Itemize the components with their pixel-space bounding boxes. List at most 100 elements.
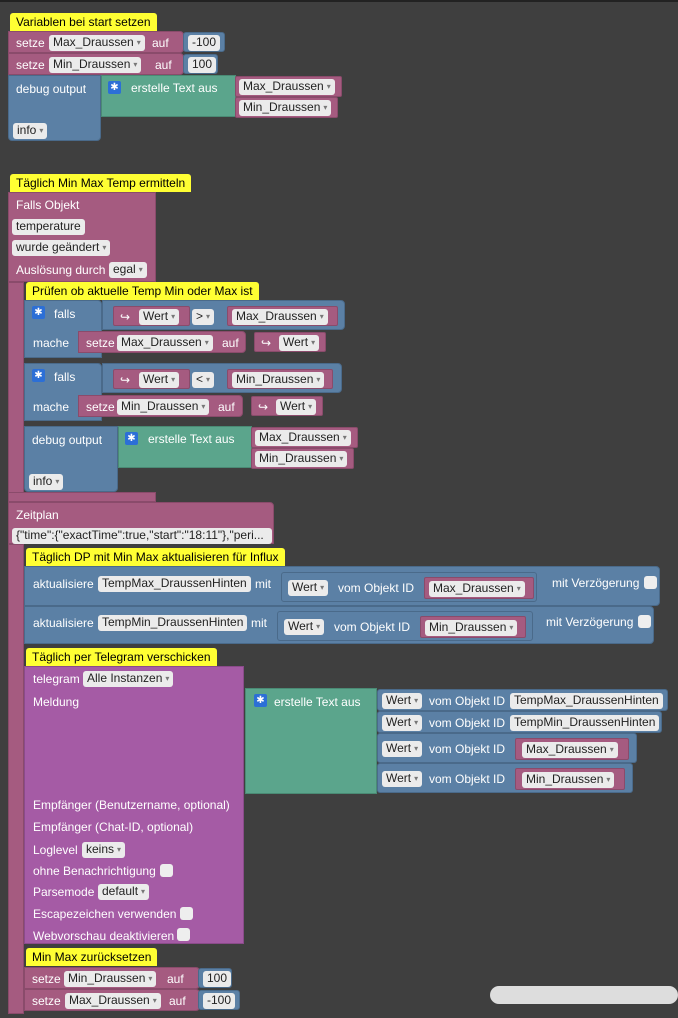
var-block[interactable]: Max_Draussen▾ xyxy=(515,738,629,760)
value-of-object-block[interactable]: Wert▾ vom Objekt ID TempMin_DraussenHint… xyxy=(377,711,662,733)
change-dropdown[interactable]: wurde geändert▾ xyxy=(12,240,111,256)
update-max-block[interactable]: aktualisiere TempMax_DraussenHinten mit … xyxy=(24,566,660,606)
comment-start[interactable]: Variablen bei start setzen xyxy=(10,13,157,31)
number-block[interactable]: -100 xyxy=(198,990,240,1010)
loglevel-dropdown[interactable]: keins▾ xyxy=(82,842,126,858)
value-dropdown[interactable]: Wert▾ xyxy=(382,771,423,787)
create-text-block[interactable]: ✱ erstelle Text aus xyxy=(245,688,377,794)
gear-icon[interactable]: ✱ xyxy=(32,306,45,319)
operator-dropdown[interactable]: >▾ xyxy=(192,309,215,325)
arg-block[interactable]: ↪ Wert▾ xyxy=(113,369,190,389)
number-value[interactable]: -100 xyxy=(188,35,221,51)
object-id-field[interactable]: temperature xyxy=(12,219,85,235)
state-id-field[interactable]: TempMax_DraussenHinten xyxy=(510,693,663,709)
delay-checkbox[interactable] xyxy=(644,576,657,589)
number-value[interactable]: 100 xyxy=(188,57,217,73)
comment-trigger[interactable]: Täglich Min Max Temp ermitteln xyxy=(10,174,192,192)
var-dropdown[interactable]: Min_Draussen▾ xyxy=(232,372,325,388)
var-dropdown[interactable]: Min_Draussen▾ xyxy=(239,100,332,116)
webpreview-checkbox[interactable] xyxy=(177,928,190,941)
var-dropdown[interactable]: Max_Draussen▾ xyxy=(232,309,328,325)
state-id-field[interactable]: TempMin_DraussenHinten xyxy=(98,615,248,631)
debug-output-block[interactable]: debug output info▾ xyxy=(8,75,101,141)
value-dropdown[interactable]: Wert▾ xyxy=(382,693,423,709)
trigger-block[interactable]: Falls Objekt temperature wurde geändert▾… xyxy=(8,192,156,282)
var-dropdown[interactable]: Max_Draussen▾ xyxy=(65,993,161,1009)
var-block[interactable]: Min_Draussen▾ xyxy=(227,369,333,389)
telegram-block[interactable]: telegram Alle Instanzen▾ Meldung Empfäng… xyxy=(24,666,244,944)
var-block[interactable]: Min_Draussen▾ xyxy=(420,616,526,638)
number-value[interactable]: 100 xyxy=(203,971,232,987)
create-text-block[interactable]: ✱ erstelle Text aus xyxy=(101,75,236,117)
var-block[interactable]: Max_Draussen▾ xyxy=(227,306,338,326)
var-block[interactable]: Min_Draussen▾ xyxy=(235,97,338,118)
state-id-field[interactable]: TempMax_DraussenHinten xyxy=(98,576,251,592)
value-dropdown[interactable]: Wert▾ xyxy=(279,335,320,351)
comment-check[interactable]: Prüfen ob aktuelle Temp Min oder Max ist xyxy=(26,282,259,300)
value-of-object-block[interactable]: Wert▾ vom Objekt ID Max_Draussen▾ xyxy=(377,733,637,763)
schedule-block[interactable]: Zeitplan {"time":{"exactTime":true,"star… xyxy=(8,502,274,544)
var-dropdown[interactable]: Max_Draussen▾ xyxy=(239,79,335,95)
log-level-dropdown[interactable]: info▾ xyxy=(29,474,64,490)
value-of-object-block[interactable]: Wert▾ vom Objekt ID Max_Draussen▾ xyxy=(281,572,537,602)
log-level-dropdown[interactable]: info▾ xyxy=(13,123,48,139)
comment-telegram[interactable]: Täglich per Telegram verschicken xyxy=(26,648,217,666)
value-dropdown[interactable]: Wert▾ xyxy=(139,309,180,325)
if-block-max[interactable]: ✱ falls mache xyxy=(24,300,102,358)
horizontal-scrollbar[interactable] xyxy=(490,986,678,1004)
var-dropdown[interactable]: Min_Draussen▾ xyxy=(117,399,210,415)
arg-block[interactable]: ↪ Wert▾ xyxy=(113,306,190,326)
set-max-block[interactable]: setze Max_Draussen▾ auf xyxy=(24,989,200,1011)
debug-output-block[interactable]: debug output info▾ xyxy=(24,426,118,492)
var-dropdown[interactable]: Max_Draussen▾ xyxy=(522,742,618,758)
escape-checkbox[interactable] xyxy=(180,907,193,920)
value-of-object-block[interactable]: Wert▾ vom Objekt ID TempMax_DraussenHint… xyxy=(377,689,668,711)
var-dropdown[interactable]: Max_Draussen▾ xyxy=(49,35,145,51)
delay-checkbox[interactable] xyxy=(638,615,651,628)
set-max-block[interactable]: setze Max_Draussen▾ auf xyxy=(8,31,184,53)
var-block[interactable]: Max_Draussen▾ xyxy=(251,427,358,448)
value-dropdown[interactable]: Wert▾ xyxy=(382,741,423,757)
number-value[interactable]: -100 xyxy=(203,993,236,1009)
var-dropdown[interactable]: Min_Draussen▾ xyxy=(522,772,615,788)
set-min-block[interactable]: setze Min_Draussen▾ auf xyxy=(8,53,184,75)
var-dropdown[interactable]: Max_Draussen▾ xyxy=(429,581,525,597)
value-dropdown[interactable]: Wert▾ xyxy=(276,399,317,415)
schedule-field[interactable]: {"time":{"exactTime":true,"start":"18:11… xyxy=(12,528,272,544)
comment-influx[interactable]: Täglich DP mit Min Max aktualisieren für… xyxy=(26,548,285,566)
arg-block[interactable]: ↪ Wert▾ xyxy=(254,332,326,352)
var-dropdown[interactable]: Max_Draussen▾ xyxy=(117,335,213,351)
update-min-block[interactable]: aktualisiere TempMin_DraussenHinten mit … xyxy=(24,606,654,644)
set-min-block[interactable]: setze Min_Draussen▾ auf xyxy=(78,395,243,417)
operator-dropdown[interactable]: <▾ xyxy=(192,372,215,388)
gear-icon[interactable]: ✱ xyxy=(32,369,45,382)
gear-icon[interactable]: ✱ xyxy=(108,81,121,94)
var-dropdown[interactable]: Min_Draussen▾ xyxy=(255,451,348,467)
var-block[interactable]: Max_Draussen▾ xyxy=(235,76,342,97)
value-of-object-block[interactable]: Wert▾ vom Objekt ID Min_Draussen▾ xyxy=(377,763,633,793)
set-min-block[interactable]: setze Min_Draussen▾ auf xyxy=(24,967,200,989)
number-block[interactable]: -100 xyxy=(183,32,225,52)
var-dropdown[interactable]: Min_Draussen▾ xyxy=(64,971,157,987)
comment-reset[interactable]: Min Max zurücksetzen xyxy=(26,948,158,966)
number-block[interactable]: 100 xyxy=(198,968,232,988)
var-block[interactable]: Min_Draussen▾ xyxy=(251,448,354,469)
value-dropdown[interactable]: Wert▾ xyxy=(382,715,423,731)
value-dropdown[interactable]: Wert▾ xyxy=(284,619,325,635)
create-text-block[interactable]: ✱ erstelle Text aus xyxy=(118,426,252,468)
var-dropdown[interactable]: Min_Draussen▾ xyxy=(425,620,518,636)
compare-block[interactable]: ↪ Wert▾ >▾ Max_Draussen▾ xyxy=(102,300,345,330)
value-dropdown[interactable]: Wert▾ xyxy=(288,580,329,596)
var-block[interactable]: Min_Draussen▾ xyxy=(515,768,625,790)
var-dropdown[interactable]: Min_Draussen▾ xyxy=(49,57,142,73)
compare-block[interactable]: ↪ Wert▾ <▾ Min_Draussen▾ xyxy=(102,363,342,393)
gear-icon[interactable]: ✱ xyxy=(125,432,138,445)
set-max-block[interactable]: setze Max_Draussen▾ auf xyxy=(78,331,246,353)
trigger-dropdown[interactable]: egal▾ xyxy=(109,262,147,278)
parsemode-dropdown[interactable]: default▾ xyxy=(98,884,150,900)
value-dropdown[interactable]: Wert▾ xyxy=(139,372,180,388)
gear-icon[interactable]: ✱ xyxy=(254,694,267,707)
value-of-object-block[interactable]: Wert▾ vom Objekt ID Min_Draussen▾ xyxy=(277,611,533,641)
instance-dropdown[interactable]: Alle Instanzen▾ xyxy=(83,671,174,687)
var-block[interactable]: Max_Draussen▾ xyxy=(424,577,534,599)
